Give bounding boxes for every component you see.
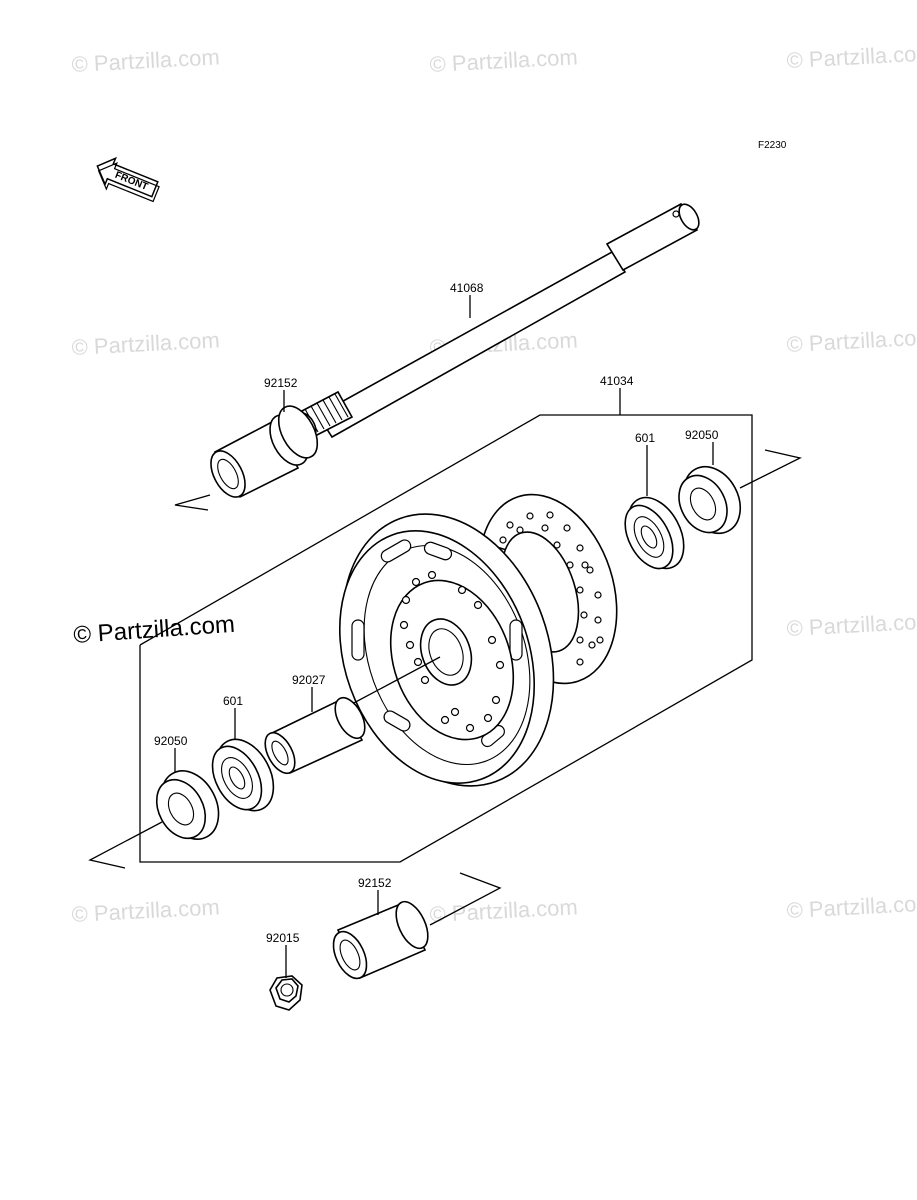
wheel-hub xyxy=(338,493,618,787)
axle-part xyxy=(297,202,700,439)
figure-code: F2230 xyxy=(758,140,787,151)
label-collar-lower: 92152 xyxy=(358,876,392,890)
label-spacer: 92027 xyxy=(292,673,326,687)
watermark: © Partzilla.com xyxy=(786,40,917,73)
watermark: © Partzilla.com xyxy=(71,894,220,927)
watermark: © Partzilla.com xyxy=(429,894,578,927)
axis-line-upper xyxy=(174,494,211,511)
watermark: © Partzilla.com xyxy=(429,44,578,77)
seal-right xyxy=(678,465,742,535)
watermark: © Partzilla.com xyxy=(786,324,917,357)
nut xyxy=(269,975,303,1011)
leader-lines xyxy=(174,295,714,978)
collar-lower xyxy=(332,900,429,980)
collar-upper-left xyxy=(210,405,319,499)
axis-line-lower-right xyxy=(429,872,502,926)
axis-line-center xyxy=(349,656,441,706)
label-seal-right: 92050 xyxy=(685,428,719,442)
hub-assembly-bracket xyxy=(139,414,753,863)
label-bearing-left: 601 xyxy=(223,694,243,708)
disc-holes xyxy=(499,511,604,666)
label-nut: 92015 xyxy=(266,931,300,945)
seal-left xyxy=(155,770,220,840)
front-arrow-icon: FRONT xyxy=(96,156,160,203)
label-hub-assembly: 41034 xyxy=(600,374,634,388)
copyright-watermark: © Partzilla.com xyxy=(73,611,236,649)
label-collar-upper-left: 92152 xyxy=(264,376,298,390)
spoke-holes xyxy=(399,570,505,733)
rim-slots xyxy=(351,539,523,748)
spacer xyxy=(264,696,366,775)
label-bearing-right: 601 xyxy=(635,431,655,445)
watermark: © Partzilla.com xyxy=(786,608,917,641)
axis-line-lower-left xyxy=(88,821,163,869)
bearing-right xyxy=(624,496,685,570)
label-axle: 41068 xyxy=(450,281,484,295)
watermark: © Partzilla.com xyxy=(71,44,220,77)
watermark: © Partzilla.com xyxy=(71,327,220,360)
part-labels: 41068 92152 41034 92050 601 92027 601 92… xyxy=(154,281,719,945)
label-seal-left: 92050 xyxy=(154,734,188,748)
watermark: © Partzilla.com xyxy=(786,890,917,923)
axis-line-right xyxy=(739,449,802,489)
bearing-left xyxy=(211,738,275,812)
